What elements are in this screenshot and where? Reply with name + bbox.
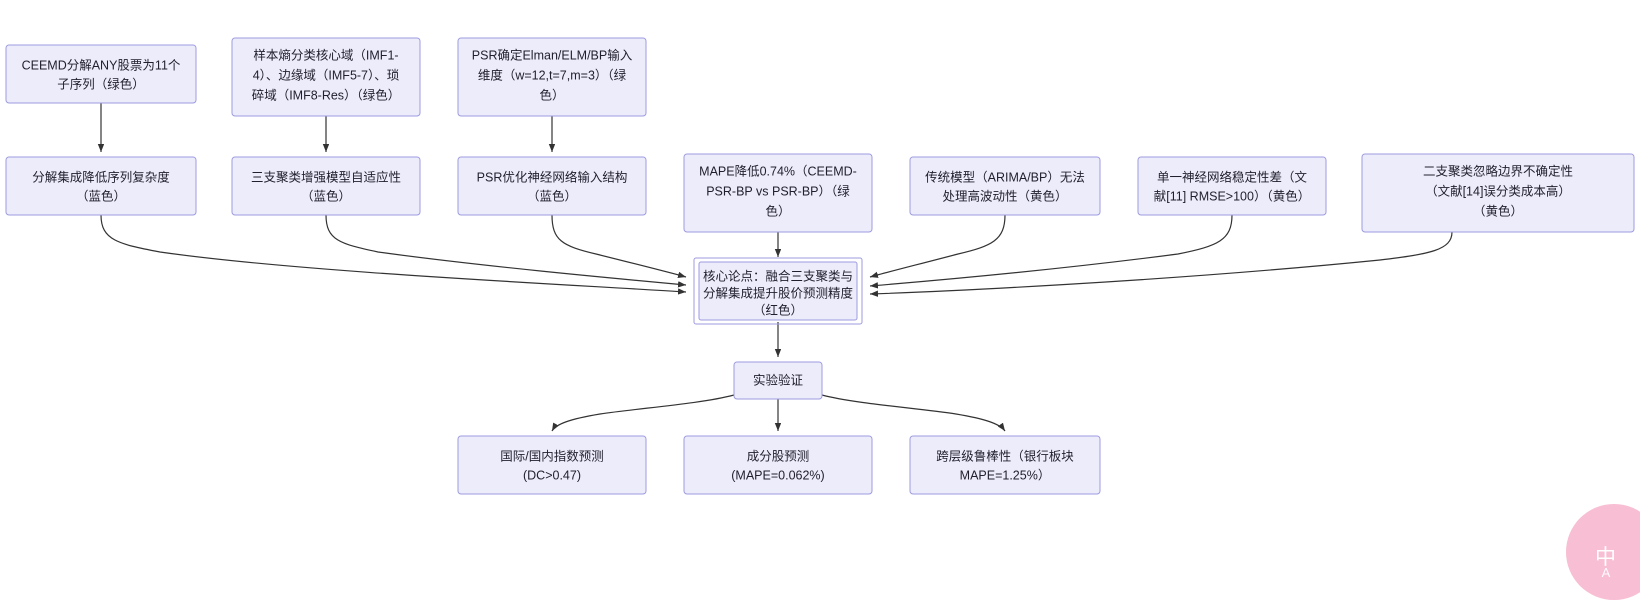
- node-label: 色）: [765, 203, 790, 218]
- edge-n9-core: [869, 214, 1233, 289]
- node-label: 成分股预测: [747, 449, 810, 463]
- edge-layer: [97, 103, 1453, 432]
- node-label: （蓝色）: [527, 188, 577, 203]
- node-label: 碎域（IMF8-Res）（绿色）: [252, 87, 401, 102]
- node-label: 跨层级鲁棒性（银行板块: [936, 449, 1074, 463]
- node-label: 4）、边缘域（IMF5-7）、琐: [253, 67, 400, 82]
- flowchart-canvas: CEEMD分解ANY股票为11个 子序列（绿色） 样本熵分类核心域（IMF1- …: [5, 37, 1635, 495]
- node-label: 样本熵分类核心域（IMF1-: [253, 47, 398, 62]
- node-sample-entropy-classify[interactable]: 样本熵分类核心域（IMF1- 4）、边缘域（IMF5-7）、琐 碎域（IMF8-…: [231, 37, 421, 117]
- watermark-secondary-text: A: [1601, 565, 1611, 580]
- node-label: 核心论点：融合三支聚类与: [703, 268, 853, 283]
- edge-n10-core: [869, 231, 1453, 297]
- node-two-way-clustering-limitation[interactable]: 二支聚类忽略边界不确定性 （文献[14]误分类成本高） （黄色）: [1361, 153, 1635, 233]
- edge-n8-core: [869, 214, 1006, 278]
- node-label: PSR-BP vs PSR-BP）（绿: [706, 183, 850, 198]
- node-single-nn-instability[interactable]: 单一神经网络稳定性差（文 献[11] RMSE>100）（黄色）: [1137, 156, 1327, 216]
- node-label: 子序列（绿色）: [57, 76, 145, 91]
- node-label: 处理高波动性（黄色）: [942, 188, 1067, 203]
- watermark-primary-text: 中: [1595, 546, 1617, 569]
- node-core-thesis[interactable]: 核心论点：融合三支聚类与 分解集成提升股价预测精度 （红色）: [693, 257, 863, 325]
- node-ceemd-decompose[interactable]: CEEMD分解ANY股票为11个 子序列（绿色）: [5, 44, 197, 104]
- node-label: MAPE=1.25%）: [960, 468, 1051, 482]
- node-label: 二支聚类忽略边界不确定性: [1423, 163, 1573, 178]
- node-label: 传统模型（ARIMA/BP）无法: [925, 169, 1085, 184]
- node-label: 单一神经网络稳定性差（文: [1157, 169, 1308, 184]
- node-label: 维度（w=12,t=7,m=3）（绿: [478, 67, 627, 82]
- node-label: (DC>0.47): [523, 468, 581, 482]
- node-label: 分解集成降低序列复杂度: [32, 169, 170, 184]
- node-psr-input-dimension[interactable]: PSR确定Elman/ELM/BP输入 维度（w=12,t=7,m=3）（绿 色…: [457, 37, 647, 117]
- node-label: MAPE降低0.74%（CEEMD-: [699, 164, 857, 178]
- node-label: 实验验证: [753, 372, 804, 387]
- node-label: 献[11] RMSE>100）（黄色）: [1154, 188, 1310, 203]
- edge-n5-core: [325, 214, 687, 288]
- node-label: CEEMD分解ANY股票为11个: [22, 58, 181, 72]
- edge-exp-r3: [821, 394, 1006, 432]
- node-label: 国际/国内指数预测: [500, 448, 603, 463]
- node-three-way-clustering-adaptive[interactable]: 三支聚类增强模型自适应性 （蓝色）: [231, 156, 421, 216]
- node-label: （文献[14]误分类成本高）: [1425, 183, 1571, 198]
- node-label: 分解集成提升股价预测精度: [703, 285, 854, 300]
- node-label: 三支聚类增强模型自适应性: [251, 169, 401, 184]
- node-label: （红色）: [753, 302, 803, 317]
- node-experiment-validation[interactable]: 实验验证: [733, 361, 823, 400]
- node-label: （蓝色）: [301, 188, 351, 203]
- node-result-cross-level-robustness[interactable]: 跨层级鲁棒性（银行板块 MAPE=1.25%）: [909, 435, 1101, 495]
- node-label: （蓝色）: [76, 188, 126, 203]
- node-result-constituent-forecast[interactable]: 成分股预测 (MAPE=0.062%): [683, 435, 873, 495]
- node-mape-reduction[interactable]: MAPE降低0.74%（CEEMD- PSR-BP vs PSR-BP）（绿 色…: [683, 153, 873, 233]
- node-traditional-model-limitation[interactable]: 传统模型（ARIMA/BP）无法 处理高波动性（黄色）: [909, 156, 1101, 216]
- edge-n4-core: [100, 214, 687, 295]
- edge-exp-r1: [551, 394, 735, 432]
- node-result-index-forecast[interactable]: 国际/国内指数预测 (DC>0.47): [457, 435, 647, 495]
- node-label: PSR确定Elman/ELM/BP输入: [472, 47, 633, 62]
- node-label: (MAPE=0.062%): [731, 468, 824, 482]
- edge-n6-core: [551, 214, 687, 278]
- node-label: （黄色）: [1473, 203, 1523, 218]
- node-psr-optimize-structure[interactable]: PSR优化神经网络输入结构 （蓝色）: [457, 156, 647, 216]
- node-reduce-complexity[interactable]: 分解集成降低序列复杂度 （蓝色）: [5, 156, 197, 216]
- node-label: 色）: [539, 87, 564, 102]
- node-label: PSR优化神经网络输入结构: [477, 169, 628, 184]
